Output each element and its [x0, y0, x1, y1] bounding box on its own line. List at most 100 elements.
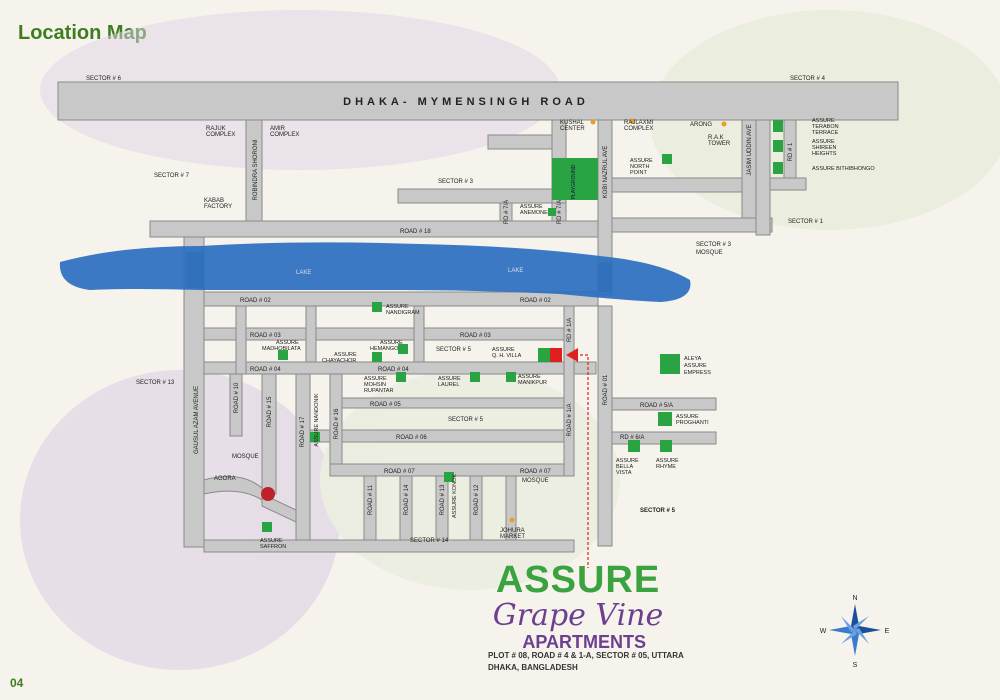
rd-1-label: RD # 1 [788, 142, 794, 161]
terabon-label-2: TERABON [812, 124, 839, 130]
bella-label-1: ASSURE [616, 458, 639, 464]
sector-13-label: SECTOR # 13 [136, 380, 175, 386]
road-07b-label: ROAD # 07 [520, 469, 551, 475]
robindra-label: ROBINDRA SHORONI [253, 139, 259, 200]
mosque-s5-label: MOSQUE [522, 478, 549, 484]
aleya-label-1: ALEYA [684, 356, 702, 362]
playground-block [552, 158, 598, 200]
bella-label-2: BELLA [616, 464, 633, 470]
anemone-label-2: ANEMONE [520, 210, 548, 216]
madhobi-label-1: ASSURE [276, 340, 299, 346]
chaya-label-1: ASSURE [334, 352, 357, 358]
anemone-label-1: ASSURE [520, 204, 543, 210]
project-markers [262, 120, 783, 532]
background-wash [20, 10, 1000, 670]
bella-label-3: VISTA [616, 470, 632, 476]
rajlaxmi-label-1: RAJLAXMI [624, 120, 654, 126]
road-16-label: ROAD # 16 [334, 408, 340, 439]
road-6a-label: RD # 6/A [620, 435, 644, 441]
rak-label-1: R.A.K [708, 135, 724, 141]
chaya-label-2: CHAYACHOR [322, 358, 356, 364]
road-07a-label: ROAD # 07 [384, 469, 415, 475]
target-project-block [550, 348, 562, 362]
compass-w: W [820, 628, 827, 635]
pointer-line [580, 354, 589, 568]
saffron-label-2: SAFFRON [260, 544, 286, 550]
agora-label: AGORA [214, 476, 236, 482]
madhobi-label-2: MADHOBILATA [262, 346, 301, 352]
compass-s: S [853, 662, 858, 669]
orange-dot-icon [590, 119, 596, 125]
jasim-label: JASIM UDDIN AVE [747, 124, 753, 175]
road-11-label: ROAD # 11 [368, 484, 374, 515]
north-label-1: ASSURE [630, 158, 653, 164]
rd-1a-bottom-label: ROAD # 1/A [567, 403, 573, 436]
kushal-label-2: CENTER [560, 126, 585, 132]
sector-14-label: SECTOR # 14 [410, 538, 449, 544]
north-label-3: POINT [630, 170, 647, 176]
address-line-1: PLOT # 08, ROAD # 4 & 1-A, SECTOR # 05, … [488, 651, 684, 660]
page-number: 04 [10, 676, 24, 690]
sector-4-label: SECTOR # 4 [790, 76, 826, 82]
terabon-label-3: TERRACE [812, 130, 839, 136]
rd-7b-label: RD # 7/A [557, 200, 563, 224]
lake-label-1: LAKE [296, 270, 311, 276]
orange-dot-icon [509, 517, 515, 523]
road-18-label: ROAD # 18 [400, 229, 431, 235]
brand-apartments: APARTMENTS [522, 632, 646, 652]
mohsin-label-2: MOHSIN [364, 382, 386, 388]
bithi-label: ASSURE BITHIBHONGO [812, 166, 875, 172]
rajuk-label-1: RAJUK [206, 126, 226, 132]
kabab-label-2: FACTORY [204, 204, 232, 210]
road-04a-label: ROAD # 04 [250, 367, 281, 373]
compass-e: E [885, 628, 890, 635]
terabon-label-1: ASSURE [812, 118, 835, 124]
project-address: PLOT # 08, ROAD # 4 & 1-A, SECTOR # 05, … [488, 650, 684, 674]
road-06-label: ROAD # 06 [396, 435, 427, 441]
sector-1-label: SECTOR # 1 [788, 219, 824, 225]
gausul-label: GAUSUL AZAM AVENUE [194, 386, 200, 454]
rd-7a-label: RD # 7/A [504, 200, 510, 224]
road-03a-label: ROAD # 03 [250, 333, 281, 339]
laurel-label-2: LAUREL [438, 382, 459, 388]
hemanto-label-2: HEMANGO [370, 346, 399, 352]
sector-5a-label: SECTOR # 5 [436, 347, 472, 353]
road-network [57, 81, 899, 553]
proghanti-label-1: ASSURE [676, 414, 699, 420]
road-12-label: ROAD # 12 [474, 484, 480, 515]
lake-label-2: LAKE [508, 268, 523, 274]
manikpur-label-1: ASSURE [518, 374, 541, 380]
playground-label: PLAYGROUND [571, 164, 577, 199]
nandonik-label: ASSURE NANDONIK [314, 393, 320, 447]
road-13-label: ROAD # 13 [440, 484, 446, 515]
mohsin-label-1: ASSURE [364, 376, 387, 382]
shireen-label-2: SHIREEN [812, 145, 836, 151]
sector-6-label: SECTOR # 6 [86, 76, 122, 82]
sector-5c-label: SECTOR # 5 [640, 508, 676, 514]
compass-rose-icon: N E S W [820, 595, 890, 669]
aleya-label-2: ASSURE [684, 363, 707, 369]
mosque-s3-label: MOSQUE [696, 250, 723, 256]
main-road-label: DHAKA- MYMENSINGH ROAD [343, 96, 589, 108]
road-14-label: ROAD # 14 [404, 484, 410, 515]
rd-1a-top-label: RD # 1/A [567, 318, 573, 342]
laurel-label-1: ASSURE [438, 376, 461, 382]
johura-label-1: JOHURA [500, 528, 525, 534]
saffron-label-1: ASSURE [260, 538, 283, 544]
lake [59, 242, 691, 302]
red-circle-icon [261, 487, 275, 501]
road-17-label: ROAD # 17 [300, 416, 306, 447]
sector-3-label: SECTOR # 3 [438, 179, 474, 185]
orange-dot-icon [721, 121, 727, 127]
address-line-2: DHAKA, BANGLADESH [488, 663, 578, 672]
rajuk-label-2: COMPLEX [206, 132, 235, 138]
konok-label: ASSURE KONOK [452, 474, 458, 518]
north-label-2: NORTH [630, 164, 649, 170]
johura-label-2: MARKET [500, 534, 525, 540]
manikpur-label-2: MANIKPUR [518, 380, 547, 386]
brand-subtitle: Grape Vine [492, 598, 664, 633]
amir-label-1: AMIR [270, 126, 286, 132]
rhyme-label-2: RHYME [656, 464, 676, 470]
